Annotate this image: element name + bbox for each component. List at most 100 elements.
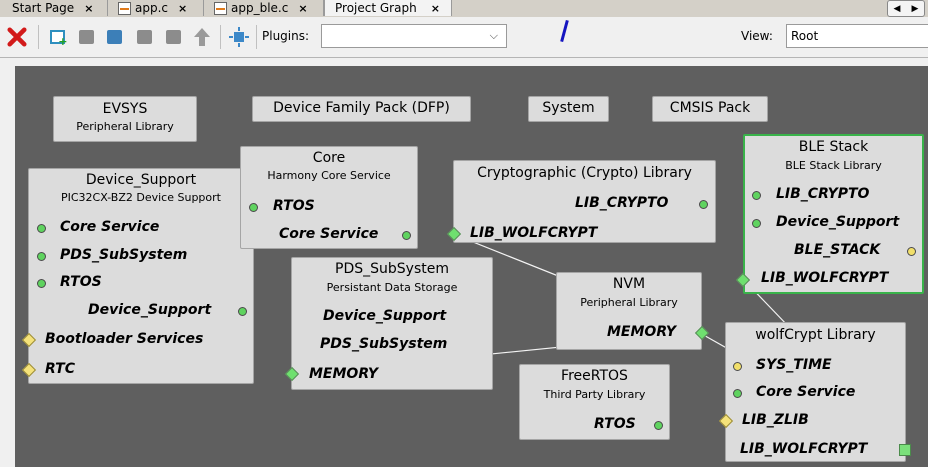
port-pds-subsystem: PDS_SubSystem xyxy=(60,247,188,263)
port-connector-icon[interactable] xyxy=(752,191,761,200)
node-subtitle: Peripheral Library xyxy=(580,296,678,309)
chevron-left-icon[interactable]: ◀ xyxy=(893,3,901,14)
port-connector-icon[interactable] xyxy=(238,307,247,316)
node-device-support[interactable]: Device_Support PIC32CX-BZ2 Device Suppor… xyxy=(21,168,254,384)
port-connector-icon[interactable] xyxy=(37,252,46,261)
port-connector-icon[interactable] xyxy=(733,362,742,371)
port-lib-wolfcrypt: LIB_WOLFCRYPT xyxy=(761,270,889,286)
auto-layout-icon[interactable] xyxy=(229,27,249,47)
move-up-icon[interactable] xyxy=(192,27,212,47)
node-subtitle: Persistant Data Storage xyxy=(326,281,458,294)
tab-app-ble-c[interactable]: app_ble.c × xyxy=(204,0,324,16)
node-title: Device Family Pack (DFP) xyxy=(273,100,450,116)
toolbar-separator xyxy=(220,25,221,49)
port-core-service: Core Service xyxy=(60,219,160,235)
node-subtitle: Third Party Library xyxy=(543,388,646,401)
tab-app-c[interactable]: app.c × xyxy=(108,0,204,16)
node-title: EVSYS xyxy=(102,101,148,117)
chevron-right-icon[interactable]: ▶ xyxy=(911,3,919,14)
node-freertos[interactable]: FreeRTOS Third Party Library RTOS xyxy=(519,364,670,440)
tab-start-page[interactable]: Start Page × xyxy=(0,0,108,16)
close-icon[interactable]: × xyxy=(298,1,308,15)
close-icon[interactable]: × xyxy=(84,1,94,15)
port-lib-wolfcrypt: LIB_WOLFCRYPT xyxy=(740,441,868,457)
port-sys-time: SYS_TIME xyxy=(756,357,832,373)
toolbar-separator xyxy=(256,25,257,49)
node-nvm[interactable]: NVM Peripheral Library MEMORY xyxy=(556,272,710,350)
tab-label: app.c xyxy=(135,0,168,15)
node-title: Cryptographic (Crypto) Library xyxy=(477,165,692,181)
node-dfp[interactable]: Device Family Pack (DFP) xyxy=(252,96,471,122)
plugins-select[interactable]: ⌵ xyxy=(321,24,507,48)
node-evsys[interactable]: EVSYS Peripheral Library xyxy=(53,96,197,142)
node-ble-stack[interactable]: BLE Stack BLE Stack Library LIB_CRYPTO D… xyxy=(735,134,924,294)
toolbar: Plugins: ⌵ View: Root xyxy=(0,17,928,58)
port-rtos: RTOS xyxy=(594,416,636,432)
node-cmsis-pack[interactable]: CMSIS Pack xyxy=(652,96,768,122)
port-ble-stack: BLE_STACK xyxy=(794,242,881,258)
port-rtc: RTC xyxy=(45,361,75,377)
tab-label: Start Page xyxy=(12,0,75,15)
port-rtos: RTOS xyxy=(60,274,102,290)
port-connector-icon[interactable] xyxy=(249,203,258,212)
port-connector-icon[interactable] xyxy=(907,247,916,256)
import-icon[interactable] xyxy=(104,27,124,47)
port-lib-wolfcrypt: LIB_WOLFCRYPT xyxy=(470,225,598,241)
node-crypto-library[interactable]: Cryptographic (Crypto) Library LIB_CRYPT… xyxy=(446,160,716,243)
node-subtitle: Peripheral Library xyxy=(76,120,174,133)
node-system[interactable]: System xyxy=(528,96,609,122)
port-connector-icon[interactable] xyxy=(37,279,46,288)
tab-project-graph[interactable]: Project Graph × xyxy=(324,0,452,16)
node-title: PDS_SubSystem xyxy=(335,261,449,277)
tab-bar: Start Page × app.c × app_ble.c × Project… xyxy=(0,0,928,18)
remove-icon[interactable] xyxy=(76,27,96,47)
port-rtos: RTOS xyxy=(273,198,315,214)
port-memory: MEMORY xyxy=(607,324,676,340)
node-subtitle: PIC32CX-BZ2 Device Support xyxy=(61,191,221,204)
port-connector-icon[interactable] xyxy=(752,219,761,228)
chevron-down-icon: ⌵ xyxy=(489,29,498,42)
node-title: wolfCrypt Library xyxy=(755,327,876,343)
port-pds-subsystem: PDS_SubSystem xyxy=(320,336,448,352)
add-group-icon[interactable] xyxy=(47,27,68,48)
port-connector-icon[interactable] xyxy=(899,444,911,456)
node-title: BLE Stack xyxy=(798,139,869,155)
port-memory: MEMORY xyxy=(309,366,378,382)
node-core[interactable]: Core Harmony Core Service RTOS Core Serv… xyxy=(240,146,418,249)
close-icon[interactable]: × xyxy=(178,1,188,15)
c-file-icon xyxy=(214,1,227,15)
view-label: View: xyxy=(741,29,773,43)
port-connector-icon[interactable] xyxy=(733,389,742,398)
export-icon[interactable] xyxy=(134,27,154,47)
close-icon[interactable]: × xyxy=(430,1,440,15)
node-title: NVM xyxy=(612,276,646,292)
delete-icon[interactable] xyxy=(7,27,27,47)
node-subtitle: BLE Stack Library xyxy=(785,159,882,172)
view-select[interactable]: Root xyxy=(786,24,928,48)
port-connector-icon[interactable] xyxy=(699,200,708,209)
port-lib-zlib: LIB_ZLIB xyxy=(742,412,809,428)
port-connector-icon[interactable] xyxy=(402,231,411,240)
c-file-icon xyxy=(118,1,131,15)
node-title: Device_Support xyxy=(85,172,197,188)
node-wolfcrypt-library[interactable]: wolfCrypt Library SYS_TIME Core Service … xyxy=(718,322,911,462)
tab-label: app_ble.c xyxy=(231,0,289,15)
port-lib-crypto: LIB_CRYPTO xyxy=(776,186,870,202)
port-lib-crypto: LIB_CRYPTO xyxy=(575,195,669,211)
node-subtitle: Harmony Core Service xyxy=(267,169,391,182)
node-title: Core xyxy=(312,150,346,166)
port-device-support: Device_Support xyxy=(776,214,900,230)
toolbar-separator xyxy=(38,25,39,49)
port-connector-icon[interactable] xyxy=(654,421,663,430)
port-bootloader-services: Bootloader Services xyxy=(45,331,204,347)
node-pds-subsystem[interactable]: PDS_SubSystem Persistant Data Storage De… xyxy=(284,257,493,390)
node-title: CMSIS Pack xyxy=(669,100,751,116)
port-device-support: Device_Support xyxy=(88,302,212,318)
port-connector-icon[interactable] xyxy=(37,224,46,233)
disabled-icon[interactable] xyxy=(163,27,183,47)
tab-scroll-arrows: ◀ ▶ xyxy=(887,0,925,17)
node-title: System xyxy=(542,100,595,116)
plugins-label: Plugins: xyxy=(262,29,310,43)
port-core-service: Core Service xyxy=(756,384,856,400)
tab-label: Project Graph xyxy=(335,0,417,15)
